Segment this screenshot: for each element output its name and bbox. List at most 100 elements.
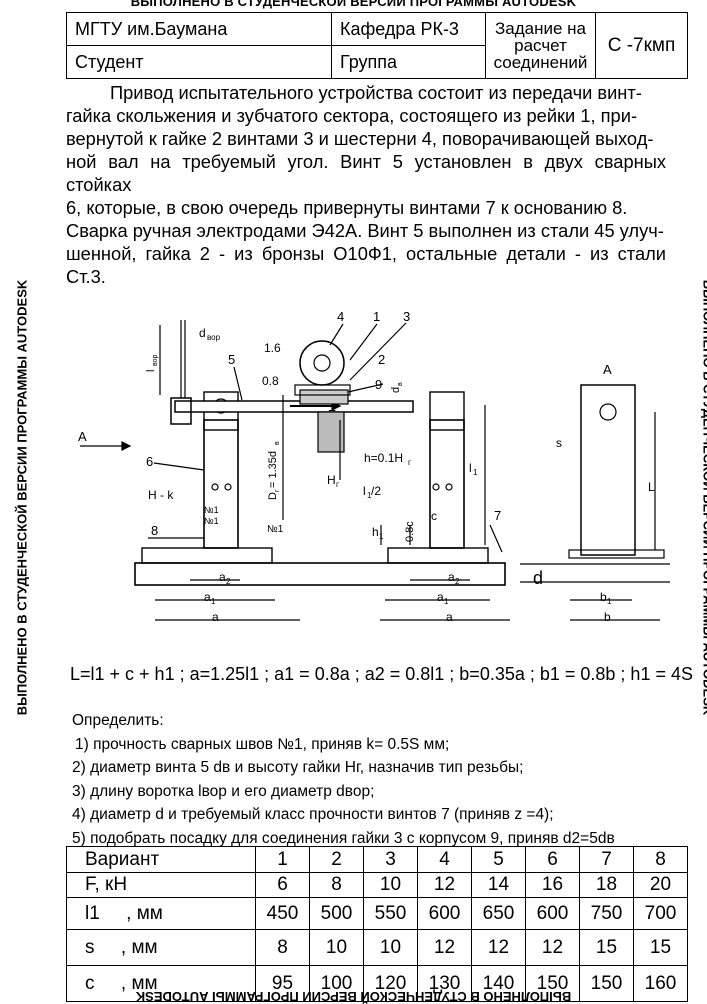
mechanism-drawing: F 4 1 3 2 9 5 6 7 8 A bbox=[60, 305, 700, 655]
svg-text:вор: вор bbox=[207, 333, 221, 342]
svg-text:г: г bbox=[274, 489, 281, 492]
table-cell: 600 bbox=[418, 898, 472, 930]
svg-text:0.8c: 0.8c bbox=[404, 521, 416, 542]
table-cell: 8 bbox=[256, 930, 310, 966]
determine-title: Определить: bbox=[72, 709, 615, 733]
svg-text:2: 2 bbox=[455, 577, 460, 586]
table-cell: 450 bbox=[256, 898, 310, 930]
description-line: 6, которые, в свою очередь привернуты ви… bbox=[66, 196, 666, 219]
svg-text:№1: №1 bbox=[204, 516, 219, 526]
table-cell: 12 bbox=[526, 930, 580, 966]
table-cell: 150 bbox=[526, 966, 580, 1002]
row-label-c: c , мм bbox=[67, 966, 256, 1002]
table-cell: 16 bbox=[526, 873, 580, 898]
task-item: 3) длину воротка lвор и его диаметр dвор… bbox=[72, 780, 615, 804]
label-d: d bbox=[533, 568, 543, 588]
formula: L=l1 + c + h1 ; a=1.25l1 ; a1 = 0.8a ; a… bbox=[70, 664, 693, 685]
table-cell: 600 bbox=[526, 898, 580, 930]
side-view bbox=[581, 385, 635, 555]
svg-text:в: в bbox=[397, 382, 404, 386]
svg-text:a: a bbox=[448, 570, 455, 584]
task-item: 2) диаметр винта 5 dв и высоту гайки Hг,… bbox=[72, 756, 615, 780]
svg-text:l: l bbox=[145, 370, 157, 372]
svg-text:a: a bbox=[437, 590, 444, 604]
svg-text:1: 1 bbox=[473, 468, 478, 477]
svg-text:1.6: 1.6 bbox=[264, 341, 281, 355]
label-3: 3 bbox=[403, 309, 410, 324]
svg-text:l: l bbox=[363, 484, 366, 498]
label-A-left: A bbox=[78, 429, 87, 444]
task-code-cell: С -7кмп bbox=[596, 13, 688, 79]
variant-number: 4 bbox=[418, 847, 472, 873]
title-block: МГТУ им.Баумана Кафедра РК-3 Задание на … bbox=[66, 12, 688, 79]
table-cell: 12 bbox=[418, 930, 472, 966]
left-stand-6 bbox=[204, 420, 238, 548]
variant-number: 3 bbox=[364, 847, 418, 873]
variant-number: 7 bbox=[580, 847, 634, 873]
svg-text:№1: №1 bbox=[204, 505, 219, 515]
table-cell: 95 bbox=[256, 966, 310, 1002]
table-cell: 12 bbox=[472, 930, 526, 966]
svg-text:г: г bbox=[408, 458, 411, 467]
variant-header: Вариант bbox=[67, 847, 256, 873]
student-cell: Студент bbox=[67, 46, 332, 79]
table-cell: 10 bbox=[310, 930, 364, 966]
table-cell: 100 bbox=[310, 966, 364, 1002]
table-cell: 18 bbox=[580, 873, 634, 898]
row-label-l1: l1 , мм bbox=[67, 898, 256, 930]
university-cell: МГТУ им.Баумана bbox=[67, 13, 332, 46]
table-cell: 15 bbox=[580, 930, 634, 966]
table-cell: 150 bbox=[580, 966, 634, 1002]
table-cell: 120 bbox=[364, 966, 418, 1002]
variant-number: 2 bbox=[310, 847, 364, 873]
variants-table: Вариант 1 2 3 4 5 6 7 8 F, кН 6 8 10 12 … bbox=[66, 846, 688, 1002]
table-cell: 650 bbox=[472, 898, 526, 930]
svg-text:a: a bbox=[446, 610, 453, 624]
svg-text:c: c bbox=[431, 509, 437, 523]
description-line: вернутой к гайке 2 винтами 3 и шестерни … bbox=[66, 127, 666, 150]
svg-text:H: H bbox=[327, 473, 336, 487]
table-cell: 15 bbox=[634, 930, 688, 966]
label-1: 1 bbox=[373, 309, 380, 324]
description-line: Привод испытательного устройства состоит… bbox=[66, 81, 666, 104]
svg-text:0.8: 0.8 bbox=[262, 374, 279, 388]
table-cell: 10 bbox=[364, 930, 418, 966]
variant-number: 5 bbox=[472, 847, 526, 873]
svg-text:L: L bbox=[648, 480, 655, 494]
task-title-cell: Задание на расчет соединений bbox=[486, 13, 596, 79]
svg-text:l: l bbox=[469, 461, 472, 475]
svg-text:г: г bbox=[336, 480, 339, 489]
table-cell: 140 bbox=[472, 966, 526, 1002]
task-list: Определить: 1) прочность сварных швов №1… bbox=[72, 709, 615, 850]
label-6: 6 bbox=[146, 454, 153, 469]
svg-text:h=0.1H: h=0.1H bbox=[364, 451, 403, 465]
variant-number: 6 bbox=[526, 847, 580, 873]
table-cell: 8 bbox=[310, 873, 364, 898]
row-label-s: s , мм bbox=[67, 930, 256, 966]
label-A-right: A bbox=[603, 362, 612, 377]
description-line: шенной, гайка 2 - из бронзы О10Ф1, остал… bbox=[66, 242, 666, 288]
svg-text:a: a bbox=[204, 590, 211, 604]
watermark-top: ВЫПОЛНЕНО В СТУДЕНЧЕСКОЙ ВЕРСИИ ПРОГРАММ… bbox=[0, 0, 707, 9]
svg-text:b: b bbox=[600, 590, 607, 604]
svg-text:s: s bbox=[556, 436, 562, 450]
description-line: ной вал на требуемый угол. Винт 5 устано… bbox=[66, 150, 666, 196]
label-2: 2 bbox=[378, 352, 385, 367]
variant-number: 1 bbox=[256, 847, 310, 873]
table-cell: 14 bbox=[472, 873, 526, 898]
table-cell: 550 bbox=[364, 898, 418, 930]
svg-text:a: a bbox=[219, 570, 226, 584]
task-item: 1) прочность сварных швов №1, приняв k= … bbox=[72, 733, 615, 757]
svg-text:D: D bbox=[267, 492, 279, 500]
svg-text:h: h bbox=[372, 525, 379, 539]
svg-text:d: d bbox=[390, 387, 402, 393]
label-8: 8 bbox=[151, 523, 158, 538]
svg-text:H - k: H - k bbox=[148, 488, 174, 502]
svg-text:b: b bbox=[604, 610, 611, 624]
svg-text:1: 1 bbox=[607, 597, 612, 606]
svg-text:/2: /2 bbox=[371, 484, 381, 498]
table-cell: 6 bbox=[256, 873, 310, 898]
label-5: 5 bbox=[228, 352, 235, 367]
table-cell: 750 bbox=[580, 898, 634, 930]
watermark-left: ВЫПОЛНЕНО В СТУДЕНЧЕСКОЙ ВЕРСИИ ПРОГРАММ… bbox=[15, 0, 30, 998]
